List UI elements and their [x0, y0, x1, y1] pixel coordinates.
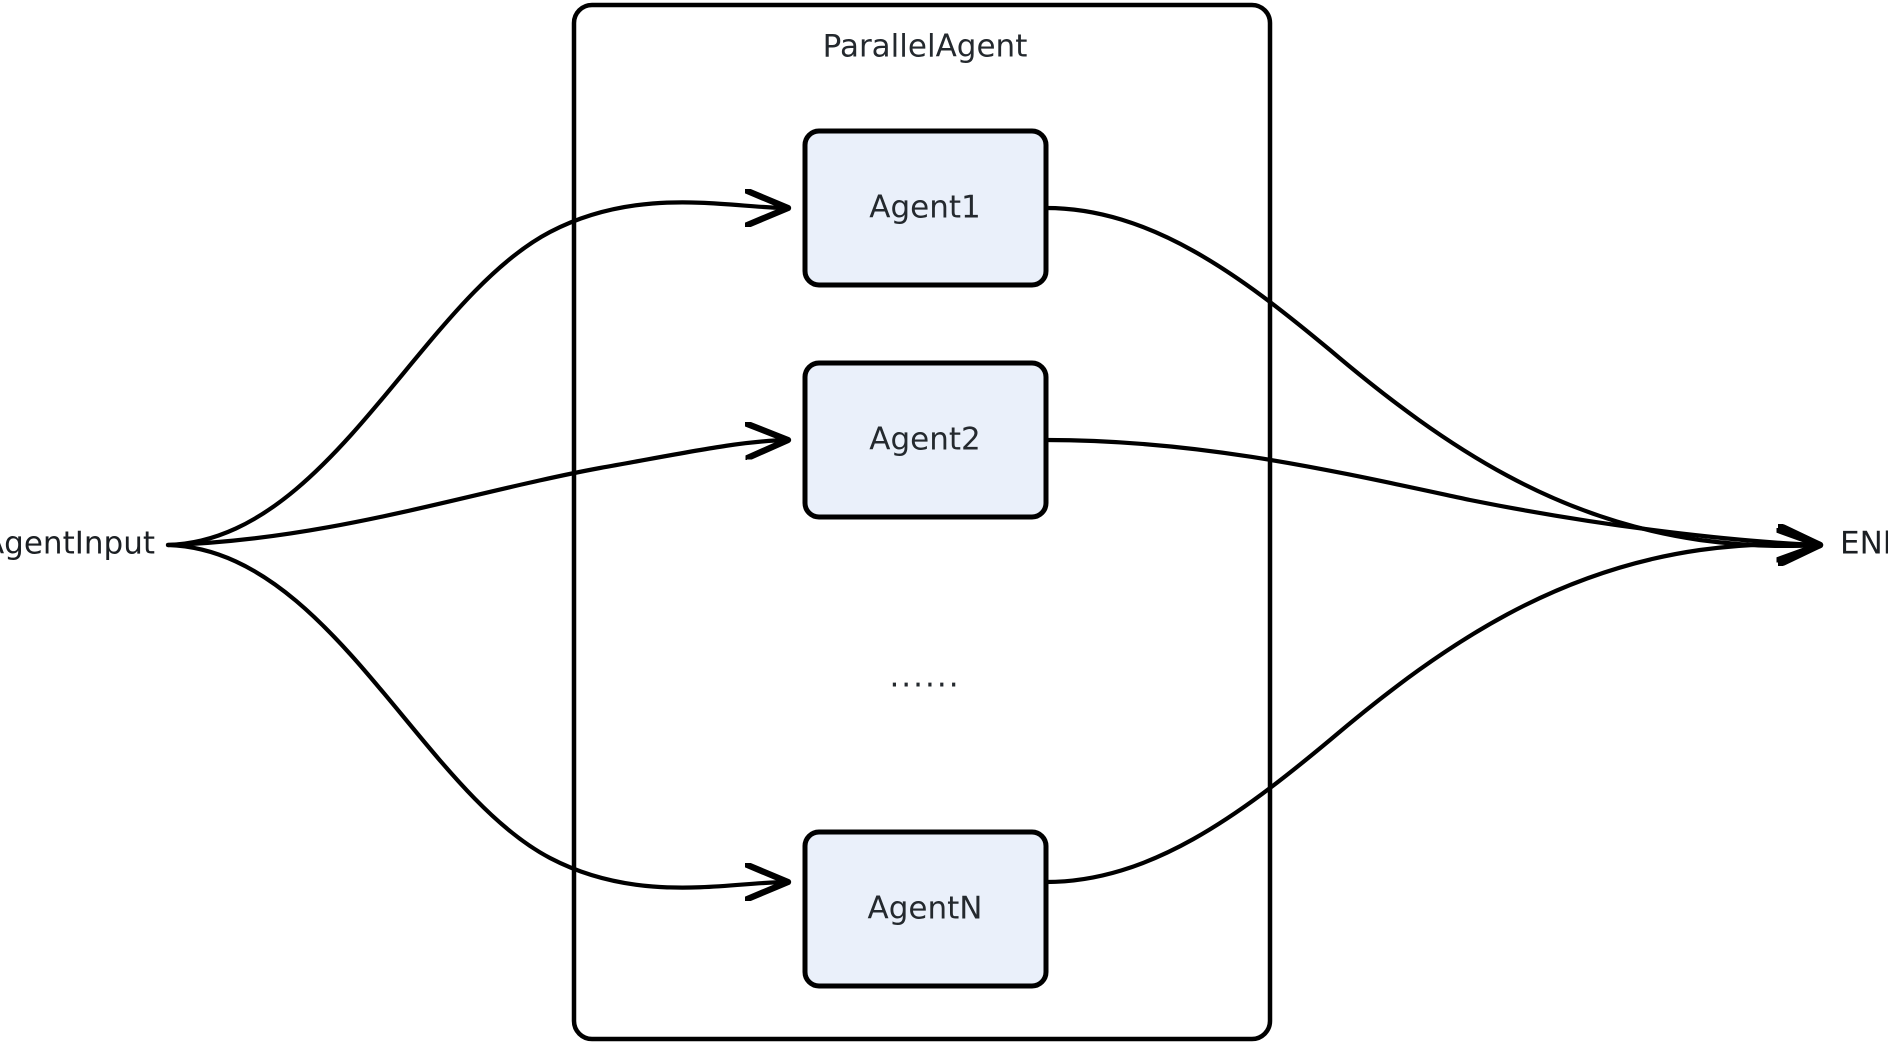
agent2-box[interactable] [802, 360, 1049, 520]
agent-node-agent2[interactable]: Agent2 [802, 360, 1049, 520]
edge-agent2-to-end [1043, 437, 1820, 545]
parallel-agent-title: ParallelAgent [823, 29, 1028, 65]
edge-agentinput-to-agent2 [165, 440, 788, 548]
agent1-label: Agent1 [869, 190, 980, 226]
agent-input-label: AgentInput [0, 526, 155, 562]
agent-node-agent1[interactable]: Agent1 [802, 128, 1049, 288]
agent1-box[interactable] [802, 128, 1049, 288]
edge-agentinput-to-agent1 [165, 202, 788, 548]
agent-node-agentn[interactable]: AgentN [802, 829, 1049, 989]
parallel-agent-container [571, 2, 1273, 1042]
ellipsis-label: ...... [889, 659, 960, 695]
agentn-box[interactable] [802, 829, 1049, 989]
edge-agentn-to-end [1043, 544, 1820, 885]
end-label: END [1840, 526, 1888, 562]
edge-agentinput-to-agentn [165, 542, 788, 888]
agentn-label: AgentN [868, 891, 983, 927]
agent2-label: Agent2 [869, 422, 980, 458]
